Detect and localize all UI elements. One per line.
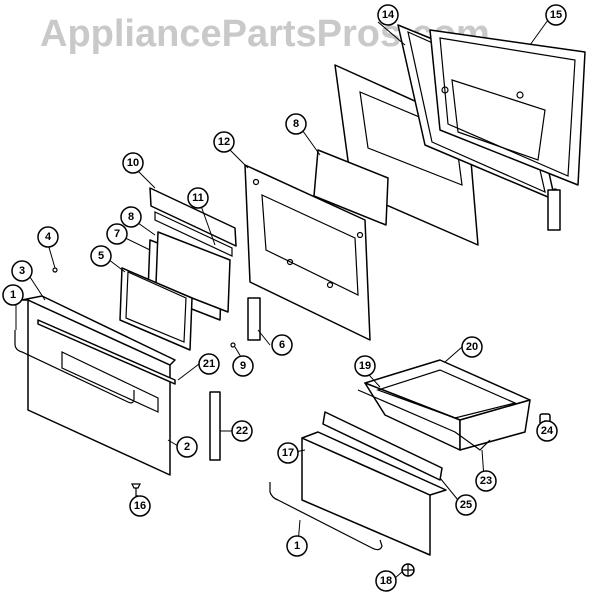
callout-label: 17 [282, 447, 294, 459]
callout-label: 23 [480, 475, 492, 487]
drawer-handle [269, 482, 383, 551]
screw-9 [230, 342, 236, 348]
leader-lines [15, 19, 549, 579]
callout-24: 24 [536, 420, 558, 442]
callout-label: 7 [114, 228, 120, 240]
callout-label: 1 [294, 540, 300, 552]
drawer-slide [357, 389, 491, 451]
callout-label: 3 [19, 265, 25, 277]
callout-21: 23 [475, 470, 497, 492]
door-handle-upper [14, 330, 135, 404]
callout-label: 18 [380, 575, 392, 587]
callout-label: 10 [127, 157, 139, 169]
callout-16: 16 [129, 495, 151, 517]
callout-label: 19 [359, 360, 371, 372]
screw-4 [52, 267, 58, 273]
inner-door-frame [397, 24, 586, 231]
callout-label: 2 [184, 441, 190, 453]
front-door-panel [21, 295, 176, 476]
callout-label: 9 [240, 360, 246, 372]
callout-8: 8 [120, 206, 142, 228]
callout-label: 14 [382, 9, 395, 21]
callout-label: 15 [550, 9, 562, 21]
callout-10: 10 [122, 152, 144, 174]
callout-3: 3 [11, 260, 33, 282]
door-glass-5 [119, 267, 193, 351]
callout-14: 14 [377, 4, 399, 26]
callout-label: 6 [279, 339, 285, 351]
vent-trim [37, 319, 176, 385]
storage-drawer [364, 359, 531, 451]
callout-8-upper: 8 [285, 113, 307, 135]
callout-11: 11 [187, 187, 209, 209]
callout-5: 5 [90, 245, 112, 267]
callout-23: 22 [231, 420, 253, 442]
inner-door-liner [244, 164, 371, 341]
callout-4: 4 [37, 226, 59, 248]
callout-25: 25 [455, 494, 477, 516]
callout-1-lower: 1 [286, 535, 308, 557]
callout-9: 9 [232, 355, 254, 377]
callout-15: 15 [545, 4, 567, 26]
callout-22: 21 [198, 353, 220, 375]
callout-label: 21 [203, 358, 215, 370]
door-glass-8 [155, 231, 231, 313]
callout-label: 8 [128, 211, 134, 223]
callout-2: 2 [176, 436, 198, 458]
callout-label: 8 [293, 118, 299, 130]
door-glass-upper [313, 149, 389, 226]
callout-18: 18 [375, 570, 397, 592]
callout-1-upper: 1 [2, 284, 24, 306]
callout-12: 12 [213, 131, 235, 153]
callout-19: 19 [354, 355, 376, 377]
door-strip [209, 391, 221, 461]
glass-spacer [154, 211, 233, 257]
callout-label: 16 [134, 500, 146, 512]
glass-channel [149, 187, 237, 247]
callout-7: 7 [106, 223, 128, 245]
drawer-front-panel [301, 431, 447, 556]
callout-label: 1 [10, 289, 16, 301]
hinge-bracket [247, 297, 261, 341]
callout-20: 20 [461, 336, 483, 358]
callout-label: 22 [236, 425, 248, 437]
callout-label: 12 [218, 136, 230, 148]
callout-label: 24 [541, 425, 554, 437]
callout-6: 6 [271, 334, 293, 356]
callout-label: 11 [192, 192, 204, 204]
callout-label: 25 [460, 499, 472, 511]
callout-label: 4 [45, 231, 52, 243]
callout-label: 5 [98, 250, 104, 262]
callout-17: 17 [277, 442, 299, 464]
callout-label: 20 [466, 341, 478, 353]
drawer-front-trim [322, 411, 443, 481]
